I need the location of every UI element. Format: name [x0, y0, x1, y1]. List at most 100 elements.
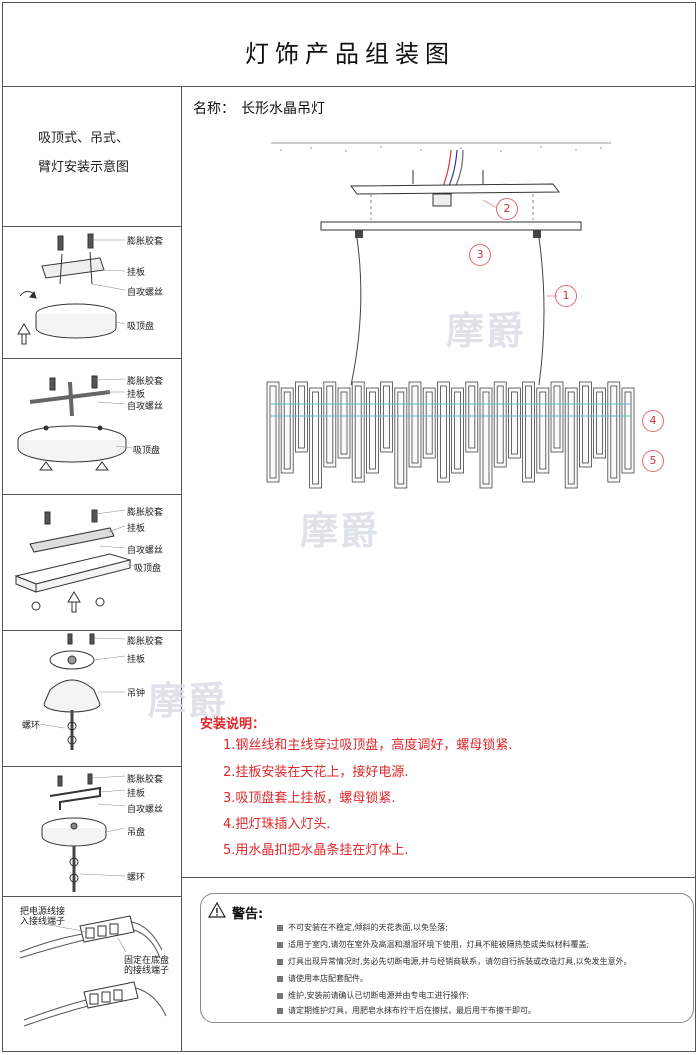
- crystal-prism: [593, 387, 607, 459]
- section-divider: [181, 877, 696, 878]
- callout-3: 3: [469, 244, 491, 266]
- crystal-prism: [394, 387, 408, 489]
- panel-3-drawing: [14, 509, 135, 613]
- crystal-facet: [397, 391, 405, 485]
- crystal-facet: [368, 391, 376, 470]
- crystal-prism: [309, 387, 323, 489]
- crystal-prism: [266, 381, 280, 483]
- crystal-prism: [436, 381, 450, 483]
- panel-4-label-ring: 螺环: [22, 721, 41, 731]
- crystal-facet: [525, 385, 533, 479]
- crystal-facet: [354, 385, 362, 479]
- crystal-prism: [536, 387, 550, 474]
- crystal-facet: [581, 385, 589, 464]
- crystal-facet: [312, 391, 320, 485]
- crystal-facet: [326, 385, 334, 464]
- crystal-prism: [621, 387, 635, 474]
- crystal-prism: [607, 381, 621, 483]
- crystal-facet: [510, 391, 518, 455]
- panel-1-label-anchor: 膨胀胶套: [127, 237, 164, 247]
- panel-1-label-screw: 自攻螺丝: [127, 288, 164, 298]
- product-name-value: 长形水晶吊灯: [241, 101, 325, 117]
- warning-item-text: 灯具出现异常情况时,务必先切断电源,并与经销商联系，请勿自行拆装或改造灯具,以免…: [288, 957, 632, 966]
- suspension-cable: [538, 237, 545, 386]
- crystal-prism: [522, 381, 536, 483]
- crystal-prism: [550, 381, 564, 453]
- title-divider: [2, 86, 696, 87]
- panel-1-drawing: [17, 233, 126, 345]
- panel-1-label-plate: 挂板: [127, 268, 146, 278]
- warning-title: 警告:: [232, 907, 264, 922]
- panel-6-label-line3: 固定在底盘: [124, 956, 170, 966]
- crystal-facet: [454, 391, 462, 470]
- suspension-cable: [350, 237, 362, 386]
- mounting-plate: [350, 170, 560, 207]
- panel-1-label-base: 吸顶盘: [127, 322, 155, 332]
- panel-5-label-canopy: 吊盘: [127, 828, 146, 838]
- left-header-line2: 臂灯安装示意图: [38, 160, 130, 175]
- callout-2: 2: [496, 198, 518, 220]
- crystal-prism: [451, 387, 465, 474]
- panel-6-label-line4: 的接线端子: [124, 966, 170, 976]
- panel-divider: [2, 766, 181, 767]
- panel-4-label-anchor: 膨胀胶套: [127, 637, 164, 647]
- bullet-icon: [277, 924, 283, 931]
- crystal-facet: [411, 385, 419, 464]
- panel-2-drawing: [17, 375, 133, 471]
- crystal-facet: [596, 391, 604, 455]
- crystal-prism: [564, 387, 578, 489]
- bullet-icon: [277, 975, 283, 982]
- warning-icon: [207, 901, 227, 918]
- bullet-icon: [277, 1007, 283, 1014]
- panel-4-label-bell: 吊钟: [127, 689, 146, 699]
- panel-6-label-line2: 入接线端子: [20, 917, 66, 927]
- panel-divider: [2, 494, 181, 495]
- panel-divider: [2, 896, 181, 897]
- panel-divider: [2, 630, 181, 631]
- cable-holder: [533, 230, 541, 238]
- panel-2-label-base: 吸顶盘: [133, 446, 161, 456]
- crystal-facet: [539, 391, 547, 470]
- panel-2-label-screw: 自攻螺丝: [127, 402, 164, 412]
- watermark: 摩爵: [446, 309, 527, 353]
- callout-leaders: [482, 199, 557, 297]
- column-divider: [181, 86, 182, 1052]
- instruction-step-4: 4.把灯珠插入灯头.: [223, 817, 331, 832]
- instruction-step-3: 3.吸顶盘套上挂板，螺母锁紧.: [223, 791, 396, 806]
- crystal-prism: [465, 381, 479, 453]
- crystal-facet: [298, 385, 305, 449]
- bullet-icon: [277, 941, 283, 948]
- warning-item-1: 不可安装在不稳定,倾斜的天花表面,以免坠落;: [277, 922, 448, 933]
- crystal-prism: [323, 381, 337, 468]
- crystal-prism: [408, 381, 422, 468]
- ceiling-texture: [271, 142, 611, 152]
- crystal-prism: [337, 387, 351, 459]
- crystal-facet: [383, 385, 391, 449]
- bullet-icon: [277, 958, 283, 965]
- watermark: 摩爵: [148, 679, 229, 723]
- crystal-prism: [351, 381, 365, 483]
- warning-item-text: 不可安装在不稳定,倾斜的天花表面,以免坠落;: [288, 923, 448, 932]
- crystal-prism: [280, 387, 294, 474]
- crystal-facet: [439, 385, 447, 479]
- crystal-facet: [269, 385, 277, 479]
- watermark: 摩爵: [300, 509, 381, 553]
- crystal-facet: [567, 391, 575, 485]
- warning-item-6: 请定期维护灯具，用肥皂水抹布拧干后在擦拭，最后用干布擦干即可。: [277, 1005, 536, 1016]
- crystal-body: [266, 381, 635, 489]
- crystal-facet: [482, 391, 490, 485]
- crystal-prism: [507, 387, 521, 459]
- warning-item-text: 请使用本店配套配件。: [288, 974, 368, 983]
- crystal-facet: [340, 391, 348, 455]
- left-header-line1: 吸顶式、吊式、: [38, 131, 130, 146]
- panel-divider: [2, 226, 181, 227]
- crystal-facet: [496, 385, 504, 464]
- panel-3-label-screw: 自攻螺丝: [127, 546, 164, 556]
- panel-2-label-plate: 挂板: [127, 390, 146, 400]
- panel-5-label-anchor: 膨胀胶套: [127, 775, 164, 785]
- instruction-step-1: 1.钢丝线和主线穿过吸顶盘，高度调好，螺母锁紧.: [223, 738, 513, 753]
- page-title: 灯饰产品组装图: [245, 40, 455, 68]
- panel-4-drawing: [39, 633, 126, 750]
- panel-6-label-line1: 把电源线接: [20, 907, 66, 917]
